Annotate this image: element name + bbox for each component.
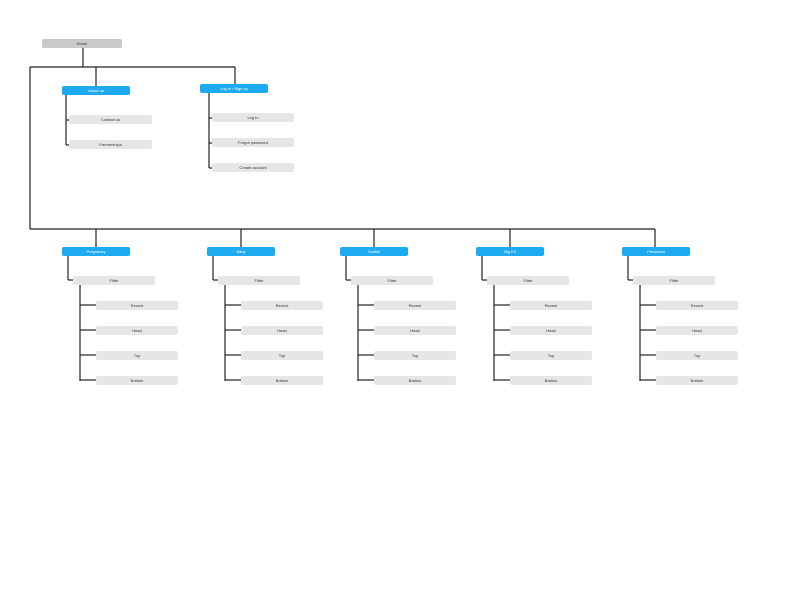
- node-partnerships: Partnerships: [69, 140, 152, 149]
- node-head: Head: [656, 326, 738, 335]
- node-top: Top: [241, 351, 323, 360]
- node-log-in: Log In: [212, 113, 294, 122]
- node-toddler: Toddler: [340, 247, 408, 256]
- node-head: Head: [241, 326, 323, 335]
- node-forgot-password: Forgot password: [212, 138, 294, 147]
- node-recent: Recent: [656, 301, 738, 310]
- node-login-signup: Log in / Sign up: [200, 84, 268, 93]
- node-filter: Filter: [351, 276, 433, 285]
- node-top: Top: [374, 351, 456, 360]
- node-bottom: Bottom: [510, 376, 592, 385]
- node-contact-us: Contact us: [69, 115, 152, 124]
- node-recent: Recent: [241, 301, 323, 310]
- node-filter: Filter: [73, 276, 155, 285]
- node-head: Head: [96, 326, 178, 335]
- node-bottom: Bottom: [241, 376, 323, 385]
- node-bottom: Bottom: [96, 376, 178, 385]
- node-bottom: Bottom: [656, 376, 738, 385]
- node-head: Head: [510, 326, 592, 335]
- node-filter: Filter: [218, 276, 300, 285]
- node-top: Top: [96, 351, 178, 360]
- node-head: Head: [374, 326, 456, 335]
- node-recent: Recent: [510, 301, 592, 310]
- node-home: Home: [42, 39, 122, 48]
- node-baby: Baby: [207, 247, 275, 256]
- node-preschool: Preschool: [622, 247, 690, 256]
- node-bottom: Bottom: [374, 376, 456, 385]
- node-top: Top: [656, 351, 738, 360]
- node-big-kit: Big Kit: [476, 247, 544, 256]
- node-recent: Recent: [374, 301, 456, 310]
- node-recent: Recent: [96, 301, 178, 310]
- node-filter: Filter: [633, 276, 715, 285]
- node-create-account: Create account: [212, 163, 294, 172]
- node-about-us: About us: [62, 86, 130, 95]
- node-pregnancy: Pregnancy: [62, 247, 130, 256]
- node-filter: Filter: [487, 276, 569, 285]
- node-top: Top: [510, 351, 592, 360]
